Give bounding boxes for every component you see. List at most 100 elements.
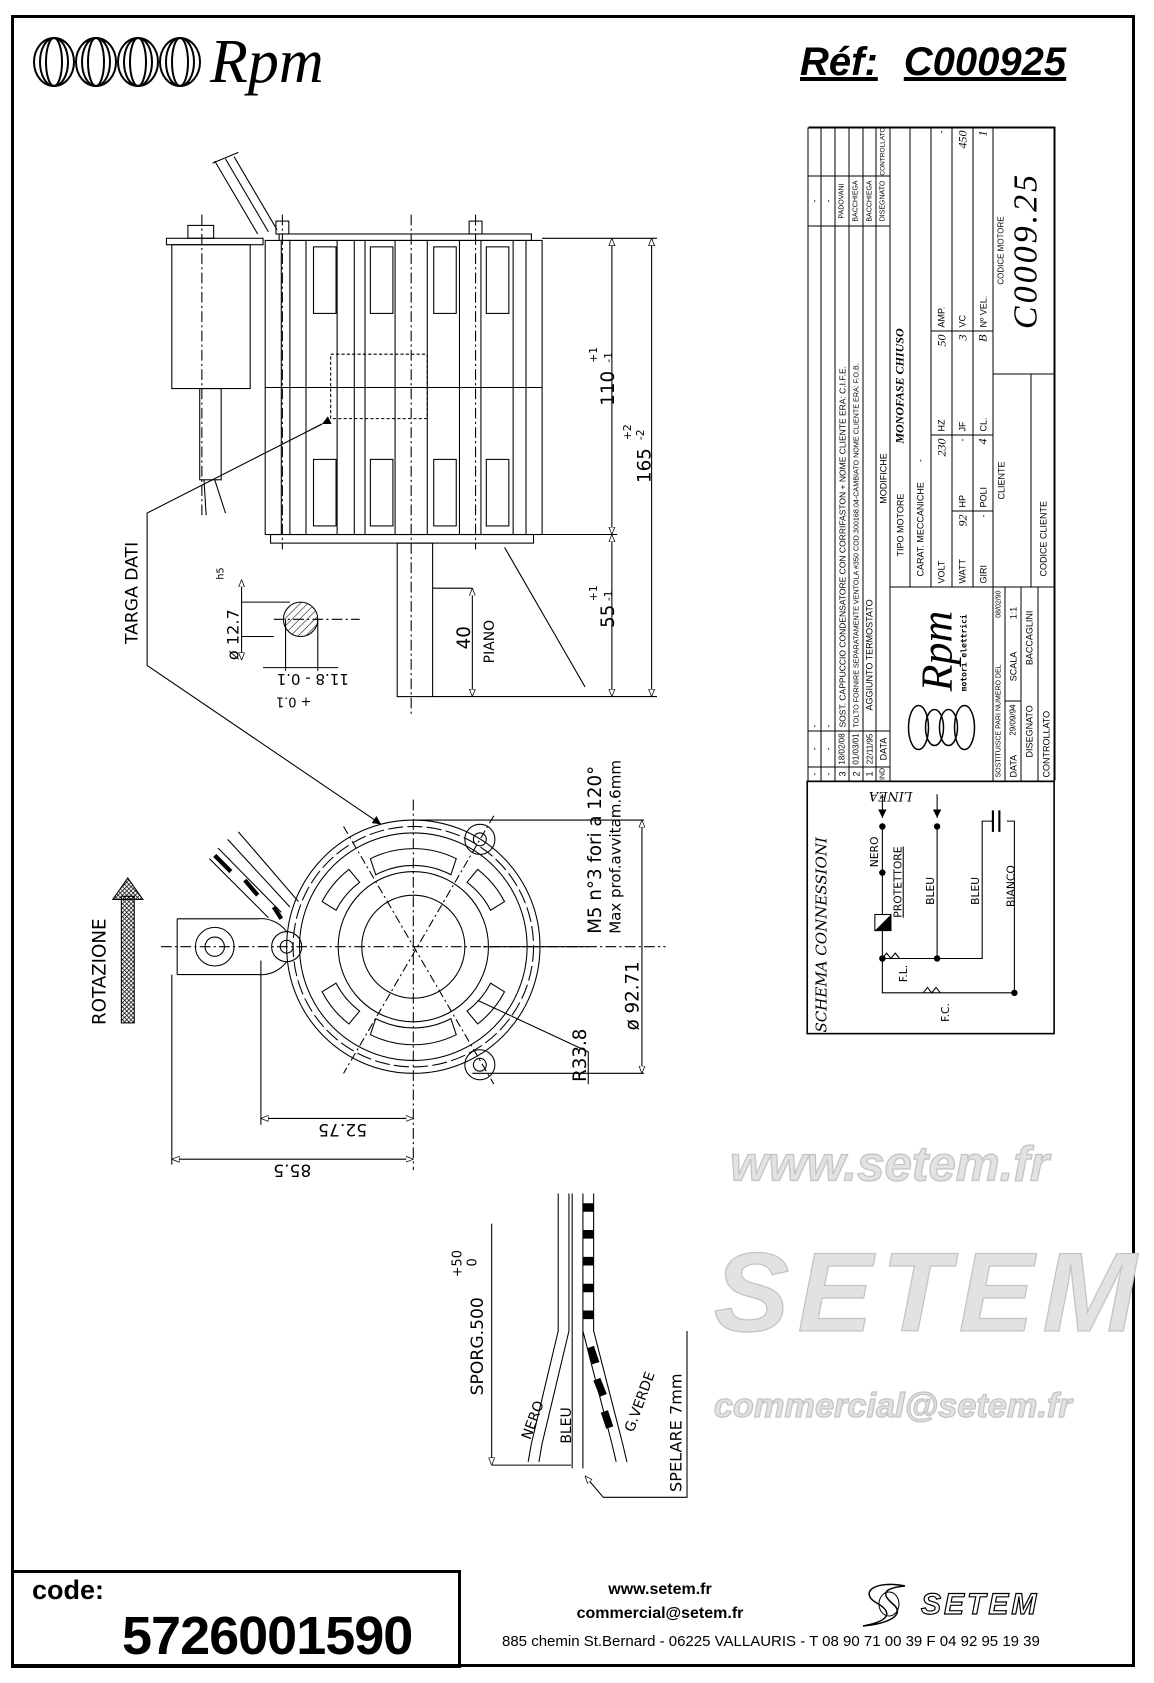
watermark-email: commercial@setem.fr xyxy=(714,1387,1073,1425)
code-label: code: xyxy=(32,1575,105,1605)
rev-desc: AGGIUNTO TERMOSTATO xyxy=(863,225,876,730)
amp-cell: AMP.- xyxy=(931,126,952,330)
carat-value: - xyxy=(915,458,925,462)
page-frame xyxy=(11,15,1135,1667)
dim-110-tol-minus: -1 xyxy=(602,352,615,363)
watt-label: WATT xyxy=(957,558,967,584)
header-ind: IND xyxy=(876,766,890,780)
dim-40: 40 xyxy=(454,626,475,649)
wire-bleu: BLEU xyxy=(559,1407,575,1443)
giri-label: GIRI xyxy=(977,564,988,583)
vc-label: VC xyxy=(957,314,967,327)
bianco-label: BIANCO xyxy=(1004,865,1017,907)
jf-label: JF xyxy=(957,421,967,431)
disegnato-label: DISEGNATO xyxy=(1024,704,1034,757)
giri-cell: GIRI - xyxy=(973,510,993,586)
setem-swirl-icon xyxy=(862,1583,906,1627)
watermark-brand: SETEM xyxy=(714,1229,1145,1355)
code-box: code: 5726001590 xyxy=(11,1570,461,1668)
rev-controllato xyxy=(835,126,849,175)
jf-cell: JF 3 xyxy=(952,330,973,434)
holes-note: M5 n°3 fori a 120° xyxy=(585,766,606,934)
rev-data: - xyxy=(821,730,835,766)
shaft-diameter: ø 12.7 xyxy=(223,609,242,660)
rev-controllato xyxy=(821,126,835,175)
cl-cell: CL.B xyxy=(973,330,993,434)
bleu-label-2: BLEU xyxy=(969,877,982,905)
schema-title: SCHEMA CONNESSIONI xyxy=(813,836,831,1033)
hp-cell: HP- xyxy=(952,434,973,510)
flat-tol: + 0.1 xyxy=(276,694,311,709)
rev-desc: TOLTO FORNIRE SEPARATAMENTE VENTOLA #350… xyxy=(849,225,863,730)
sostituisce-date: 08/02/90 xyxy=(995,590,1002,618)
rev-name: - xyxy=(808,175,821,225)
rev-name: BACCHIEGA xyxy=(863,175,876,225)
depth-note: Max prof.avvitam.6mm xyxy=(606,760,624,934)
rev-controllato xyxy=(808,126,821,175)
data-label: DATA xyxy=(1007,754,1018,777)
rev-desc: - xyxy=(821,225,835,730)
vc-value: 450 xyxy=(954,130,969,148)
dim-165: 165 xyxy=(635,448,656,483)
setem-brand: SETEM xyxy=(920,1587,1040,1621)
jf-value: 3 xyxy=(954,334,969,340)
codice-motore-value: C0009.25 xyxy=(1007,171,1044,329)
rev-desc: SOST. CAPPUCCIO CONDENSATORE CON CORRIFA… xyxy=(835,225,849,730)
rev-data: - xyxy=(808,730,821,766)
carat-label: CARAT. MECCANICHE xyxy=(915,481,925,576)
disegnato-cell: DISEGNATO BACCAGLINI xyxy=(1021,586,1038,780)
address: 885 chemin St.Bernard - 06225 VALLAURIS … xyxy=(502,1633,1040,1650)
title-logo-brand: Rpm xyxy=(911,610,961,691)
dim-165-tol-plus: +2 xyxy=(621,424,634,440)
nvel-cell: Nº VEL. 1 xyxy=(973,126,993,330)
targa-dati-label: TARGA DATI xyxy=(122,542,142,645)
giri-value: - xyxy=(977,514,988,517)
front-view xyxy=(111,799,666,1170)
poli-label: POLI xyxy=(977,486,988,507)
email-link[interactable]: commercial@setem.fr xyxy=(576,1605,744,1622)
dim-85-5: 85.5 xyxy=(273,1160,311,1180)
sostituisce-row: SOSTITUISCE PARI NUMERO DEL 08/02/90 xyxy=(993,586,1005,780)
controllato-cell: CONTROLLATO xyxy=(1038,586,1055,780)
rev-ind: 2 xyxy=(849,766,863,780)
hz-value: 50 xyxy=(933,334,948,346)
coil-logo-icon xyxy=(33,37,201,87)
bleu-label-1: BLEU xyxy=(924,877,937,905)
rev-ind: 3 xyxy=(835,766,849,780)
sostituisce-label: SOSTITUISCE PARI NUMERO DEL xyxy=(995,663,1002,777)
rpm-logo: Rpm xyxy=(32,30,324,94)
volt-value: 230 xyxy=(933,438,948,456)
hp-value: - xyxy=(957,438,967,441)
linea-label: LINEA xyxy=(869,788,914,803)
cl-value: B xyxy=(975,334,989,342)
sporg-tol-zero: 0 xyxy=(466,1258,481,1266)
fl-label: F.L. xyxy=(897,965,910,982)
title-logo: Rpm motori elettrici xyxy=(890,586,993,780)
website-link[interactable]: www.setem.fr xyxy=(608,1581,712,1598)
watt-value: 92 xyxy=(954,514,969,526)
scala-value: 1:1 xyxy=(1007,606,1018,619)
nero-label: NERO xyxy=(868,837,881,868)
rev-data: 18/02/08 xyxy=(835,730,849,766)
radius-33-8: R33.8 xyxy=(570,1029,591,1082)
rev-data: 22/11/95 xyxy=(863,730,876,766)
rev-ind: - xyxy=(808,766,821,780)
nvel-value: 1 xyxy=(975,130,989,136)
dim-165-tol-minus: -2 xyxy=(634,429,647,440)
wire-g-verde: G.VERDE xyxy=(622,1370,659,1434)
dim-52-75: 52.75 xyxy=(318,1119,367,1139)
setem-logo: SETEM xyxy=(855,1580,1039,1630)
rev-ind: - xyxy=(821,766,835,780)
reference: Réf:C000925 xyxy=(800,40,1066,85)
disegnato-value: BACCAGLINI xyxy=(1024,610,1034,665)
nvel-label: Nº VEL. xyxy=(977,295,988,327)
amp-label: AMP. xyxy=(936,306,946,327)
sporg-label: SPORG.500 xyxy=(468,1297,488,1395)
flat-dim: 11.8 - 0.1 xyxy=(277,670,349,688)
tipo-motore-value: MONOFASE CHIUSO xyxy=(892,327,906,444)
front-view-labels: M5 n°3 fori a 120° Max prof.avvitam.6mm … xyxy=(89,760,643,1180)
